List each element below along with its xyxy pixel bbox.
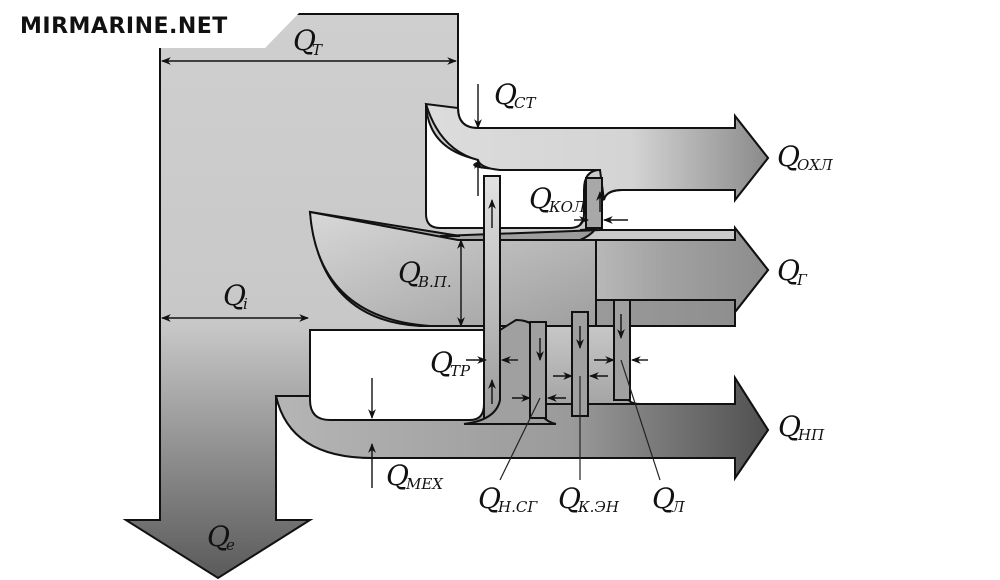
svg-text:i: i xyxy=(243,295,248,313)
svg-text:T: T xyxy=(312,41,323,59)
svg-text:Q: Q xyxy=(386,459,409,492)
svg-text:Q: Q xyxy=(558,482,581,515)
svg-text:НП: НП xyxy=(797,426,825,444)
label-q-l: Q Л xyxy=(652,482,685,516)
svg-text:Л: Л xyxy=(671,498,685,516)
svg-text:В.П.: В.П. xyxy=(417,273,452,291)
svg-text:Q: Q xyxy=(777,254,800,287)
leader-q-l xyxy=(620,359,661,481)
svg-text:СТ: СТ xyxy=(514,94,536,112)
flow-g-arrow xyxy=(595,225,770,315)
label-q-kol: Q КОЛ xyxy=(529,182,586,216)
svg-text:КОЛ: КОЛ xyxy=(548,198,586,216)
label-q-np: Q НП xyxy=(778,410,825,444)
svg-text:Q: Q xyxy=(207,520,230,553)
label-q-nsg: Q Н.СГ xyxy=(478,482,538,516)
svg-text:Q: Q xyxy=(494,78,517,111)
channel-kol xyxy=(585,177,603,229)
svg-text:К.ЭН: К.ЭН xyxy=(577,498,620,516)
svg-text:e: e xyxy=(226,536,235,554)
label-q-e: Q e xyxy=(207,520,235,554)
watermark-bg xyxy=(0,0,300,48)
label-q-st: Q СТ xyxy=(494,78,536,112)
channel-nsg-down xyxy=(529,321,547,419)
svg-text:ТР: ТР xyxy=(450,362,471,380)
svg-text:Q: Q xyxy=(223,279,246,312)
leader-q-nsg xyxy=(499,397,541,481)
label-q-ohl: Q ОХЛ xyxy=(777,140,833,174)
svg-text:Q: Q xyxy=(293,24,316,57)
label-q-vp: Q В.П. xyxy=(398,256,452,291)
svg-text:Q: Q xyxy=(478,482,501,515)
svg-text:Г: Г xyxy=(796,271,808,289)
svg-text:МЕХ: МЕХ xyxy=(405,475,444,493)
label-q-ken: Q К.ЭН xyxy=(558,482,620,516)
svg-text:Q: Q xyxy=(777,140,800,173)
channel-l xyxy=(613,299,631,401)
svg-text:Q: Q xyxy=(778,410,801,443)
svg-text:Q: Q xyxy=(398,256,421,289)
svg-text:Q: Q xyxy=(529,182,552,215)
watermark: MIRMARINE.NET xyxy=(20,14,228,39)
label-q-i: Q i xyxy=(223,279,248,313)
svg-text:ОХЛ: ОХЛ xyxy=(797,156,833,174)
label-q-mex: Q МЕХ xyxy=(386,459,444,493)
label-q-tr: Q ТР xyxy=(430,346,471,380)
svg-text:Q: Q xyxy=(652,482,675,515)
svg-text:Q: Q xyxy=(430,346,453,379)
label-q-t: Q T xyxy=(293,24,323,59)
label-q-g: Q Г xyxy=(777,254,808,289)
svg-text:Н.СГ: Н.СГ xyxy=(497,498,538,516)
